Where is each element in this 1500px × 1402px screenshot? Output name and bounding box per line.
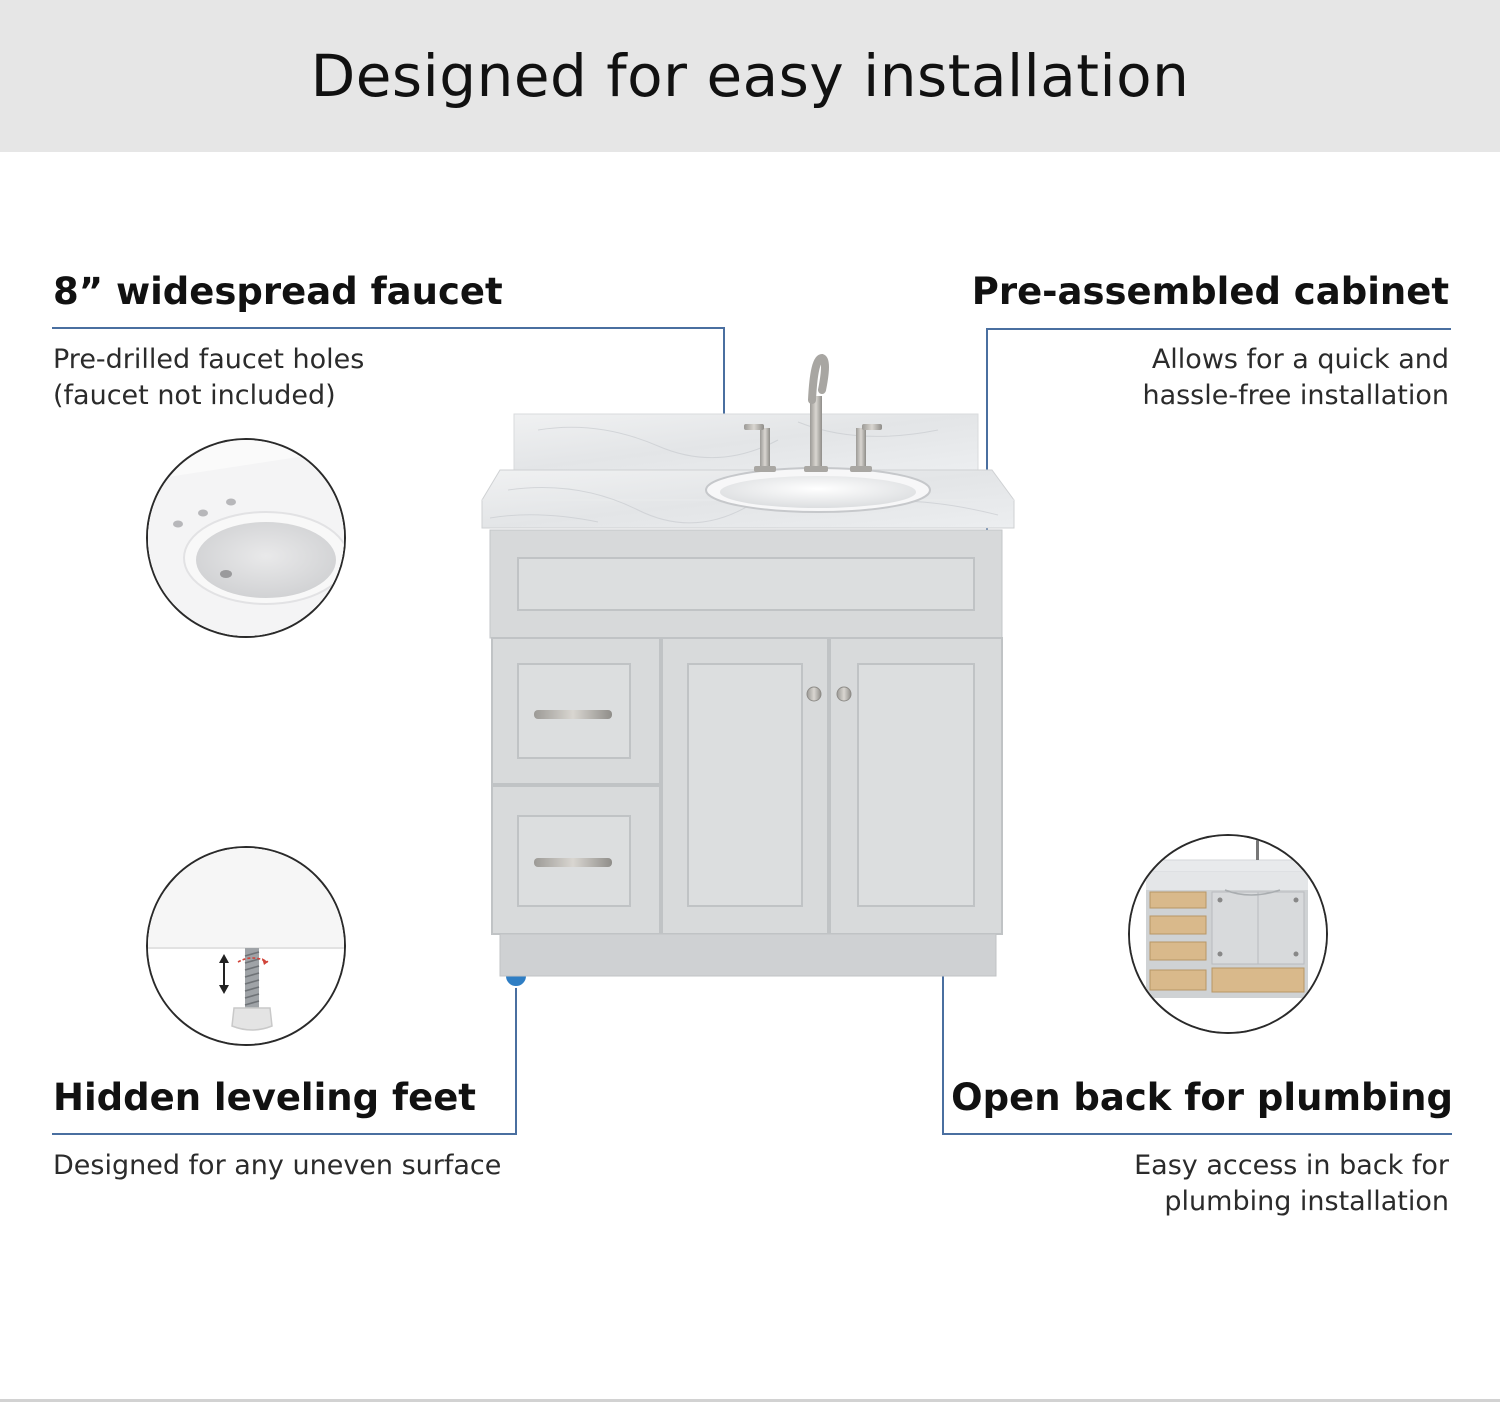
plumbing-feature-title: Open back for plumbing bbox=[951, 1076, 1453, 1119]
faucet-callout-connector bbox=[723, 327, 725, 465]
vanity-illustration bbox=[478, 350, 1018, 980]
cabinet-callout-line bbox=[987, 328, 1451, 330]
cabinet-feature-title: Pre-assembled cabinet bbox=[971, 270, 1449, 313]
cabinet-feature-desc: Allows for a quick and hassle-free insta… bbox=[1142, 342, 1449, 414]
plumbing-callout-line bbox=[943, 1133, 1452, 1135]
cabinet-desc-line-2: hassle-free installation bbox=[1142, 380, 1449, 411]
faucet-callout-line bbox=[52, 327, 725, 329]
page-title: Designed for easy installation bbox=[310, 42, 1190, 110]
feet-callout-line bbox=[52, 1133, 517, 1135]
feet-feature-desc: Designed for any uneven surface bbox=[53, 1148, 501, 1184]
plumbing-desc-line-1: Easy access in back for bbox=[1134, 1150, 1449, 1181]
plumbing-desc-line-2: plumbing installation bbox=[1164, 1186, 1449, 1217]
faucet-feature-desc: Pre-drilled faucet holes (faucet not inc… bbox=[53, 342, 364, 414]
open-back-icon bbox=[1128, 834, 1328, 1034]
faucet-feature-title: 8” widespread faucet bbox=[53, 270, 503, 313]
faucet-desc-line-1: Pre-drilled faucet holes bbox=[53, 344, 365, 375]
faucet-desc-line-2: (faucet not included) bbox=[53, 380, 336, 411]
feet-callout-connector bbox=[515, 976, 517, 1135]
sink-detail-icon bbox=[146, 438, 346, 638]
plumbing-callout-connector bbox=[942, 838, 944, 1135]
feet-desc-line-1: Designed for any uneven surface bbox=[53, 1150, 502, 1181]
leveling-foot-icon bbox=[146, 846, 346, 1046]
plumbing-feature-desc: Easy access in back for plumbing install… bbox=[1134, 1148, 1449, 1220]
cabinet-callout-connector bbox=[986, 328, 988, 560]
bottom-divider bbox=[0, 1399, 1500, 1402]
header-banner: Designed for easy installation bbox=[0, 0, 1500, 152]
feet-feature-title: Hidden leveling feet bbox=[53, 1076, 476, 1119]
cabinet-desc-line-1: Allows for a quick and bbox=[1151, 344, 1449, 375]
